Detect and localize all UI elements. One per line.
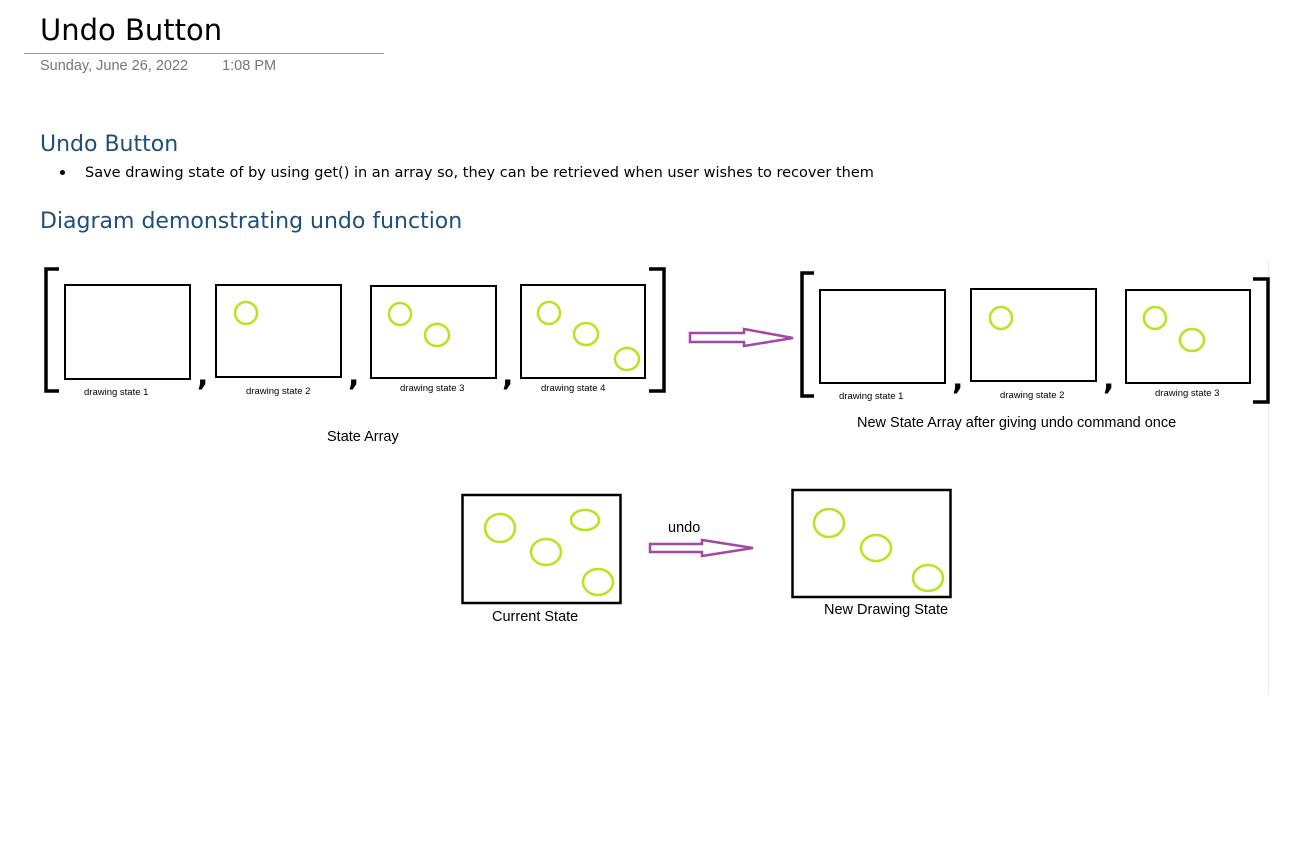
new-drawing-state: New Drawing State	[791, 488, 952, 618]
arrow-right-icon	[688, 327, 794, 348]
comma-icon: ,	[952, 362, 963, 397]
circle-icon	[572, 321, 600, 347]
new-drawing-frame	[791, 488, 952, 599]
circle-icon	[569, 508, 601, 532]
circle-icon	[483, 512, 517, 544]
new-state-label-1: drawing state 1	[839, 391, 903, 402]
circle-icon	[988, 305, 1014, 331]
page-title: Undo Button	[40, 13, 223, 47]
undo-label: undo	[668, 520, 700, 536]
comma-icon: ,	[348, 358, 359, 393]
circle-icon	[911, 563, 945, 593]
state-label-3: drawing state 3	[400, 383, 464, 394]
circle-icon	[581, 567, 615, 597]
page-date-row: Sunday, June 26, 2022 1:08 PM	[40, 56, 276, 76]
state-label-2: drawing state 2	[246, 386, 310, 397]
new-drawing-caption: New Drawing State	[824, 602, 948, 618]
circle-icon	[1142, 305, 1168, 331]
new-state-frame-3	[1125, 289, 1251, 384]
image-edge	[1268, 260, 1269, 695]
state-array: drawing state 1 , drawing state 2 , draw…	[44, 267, 666, 445]
state-frame-3	[370, 285, 497, 379]
circle-icon	[613, 346, 641, 372]
page-time: 1:08 PM	[222, 58, 277, 74]
page-date: Sunday, June 26, 2022	[40, 58, 189, 74]
circle-icon	[529, 537, 563, 567]
state-label-1: drawing state 1	[84, 387, 148, 398]
right-bracket-icon	[1253, 277, 1270, 404]
section-heading-undo: Undo Button	[40, 132, 179, 157]
current-state: Current State	[461, 493, 622, 625]
state-frame-4	[520, 284, 646, 379]
arrow-right-icon	[648, 538, 754, 558]
circle-icon	[812, 507, 846, 539]
current-state-frame	[461, 493, 622, 605]
circle-icon	[387, 301, 413, 327]
circle-icon	[1178, 327, 1206, 353]
circle-icon	[536, 300, 562, 326]
state-array-caption: State Array	[327, 429, 399, 445]
list-item: Save drawing state of by using get() in …	[58, 162, 874, 184]
new-state-label-3: drawing state 3	[1155, 388, 1219, 399]
new-state-array: drawing state 1 , drawing state 2 , draw…	[800, 271, 1270, 431]
circle-icon	[423, 322, 451, 348]
new-array-caption: New State Array after giving undo comman…	[857, 415, 1176, 431]
comma-icon: ,	[197, 358, 208, 393]
circle-icon	[859, 533, 893, 563]
new-state-frame-2	[970, 288, 1097, 382]
state-frame-1	[64, 284, 191, 380]
title-divider	[24, 53, 384, 54]
state-frame-2	[215, 284, 342, 378]
left-bracket-icon	[800, 271, 814, 398]
bullet-list: Save drawing state of by using get() in …	[58, 162, 874, 184]
state-label-4: drawing state 4	[541, 383, 605, 394]
circle-icon	[233, 300, 259, 326]
left-bracket-icon	[44, 267, 59, 393]
current-state-caption: Current State	[492, 609, 578, 625]
comma-icon: ,	[1103, 362, 1114, 397]
section-heading-diagram: Diagram demonstrating undo function	[40, 209, 463, 234]
new-state-label-2: drawing state 2	[1000, 390, 1064, 401]
comma-icon: ,	[502, 358, 513, 393]
bullet-text: Save drawing state of by using get() in …	[85, 165, 874, 181]
new-state-frame-1	[819, 289, 946, 384]
right-bracket-icon	[649, 267, 666, 393]
bullet-icon	[60, 170, 65, 175]
